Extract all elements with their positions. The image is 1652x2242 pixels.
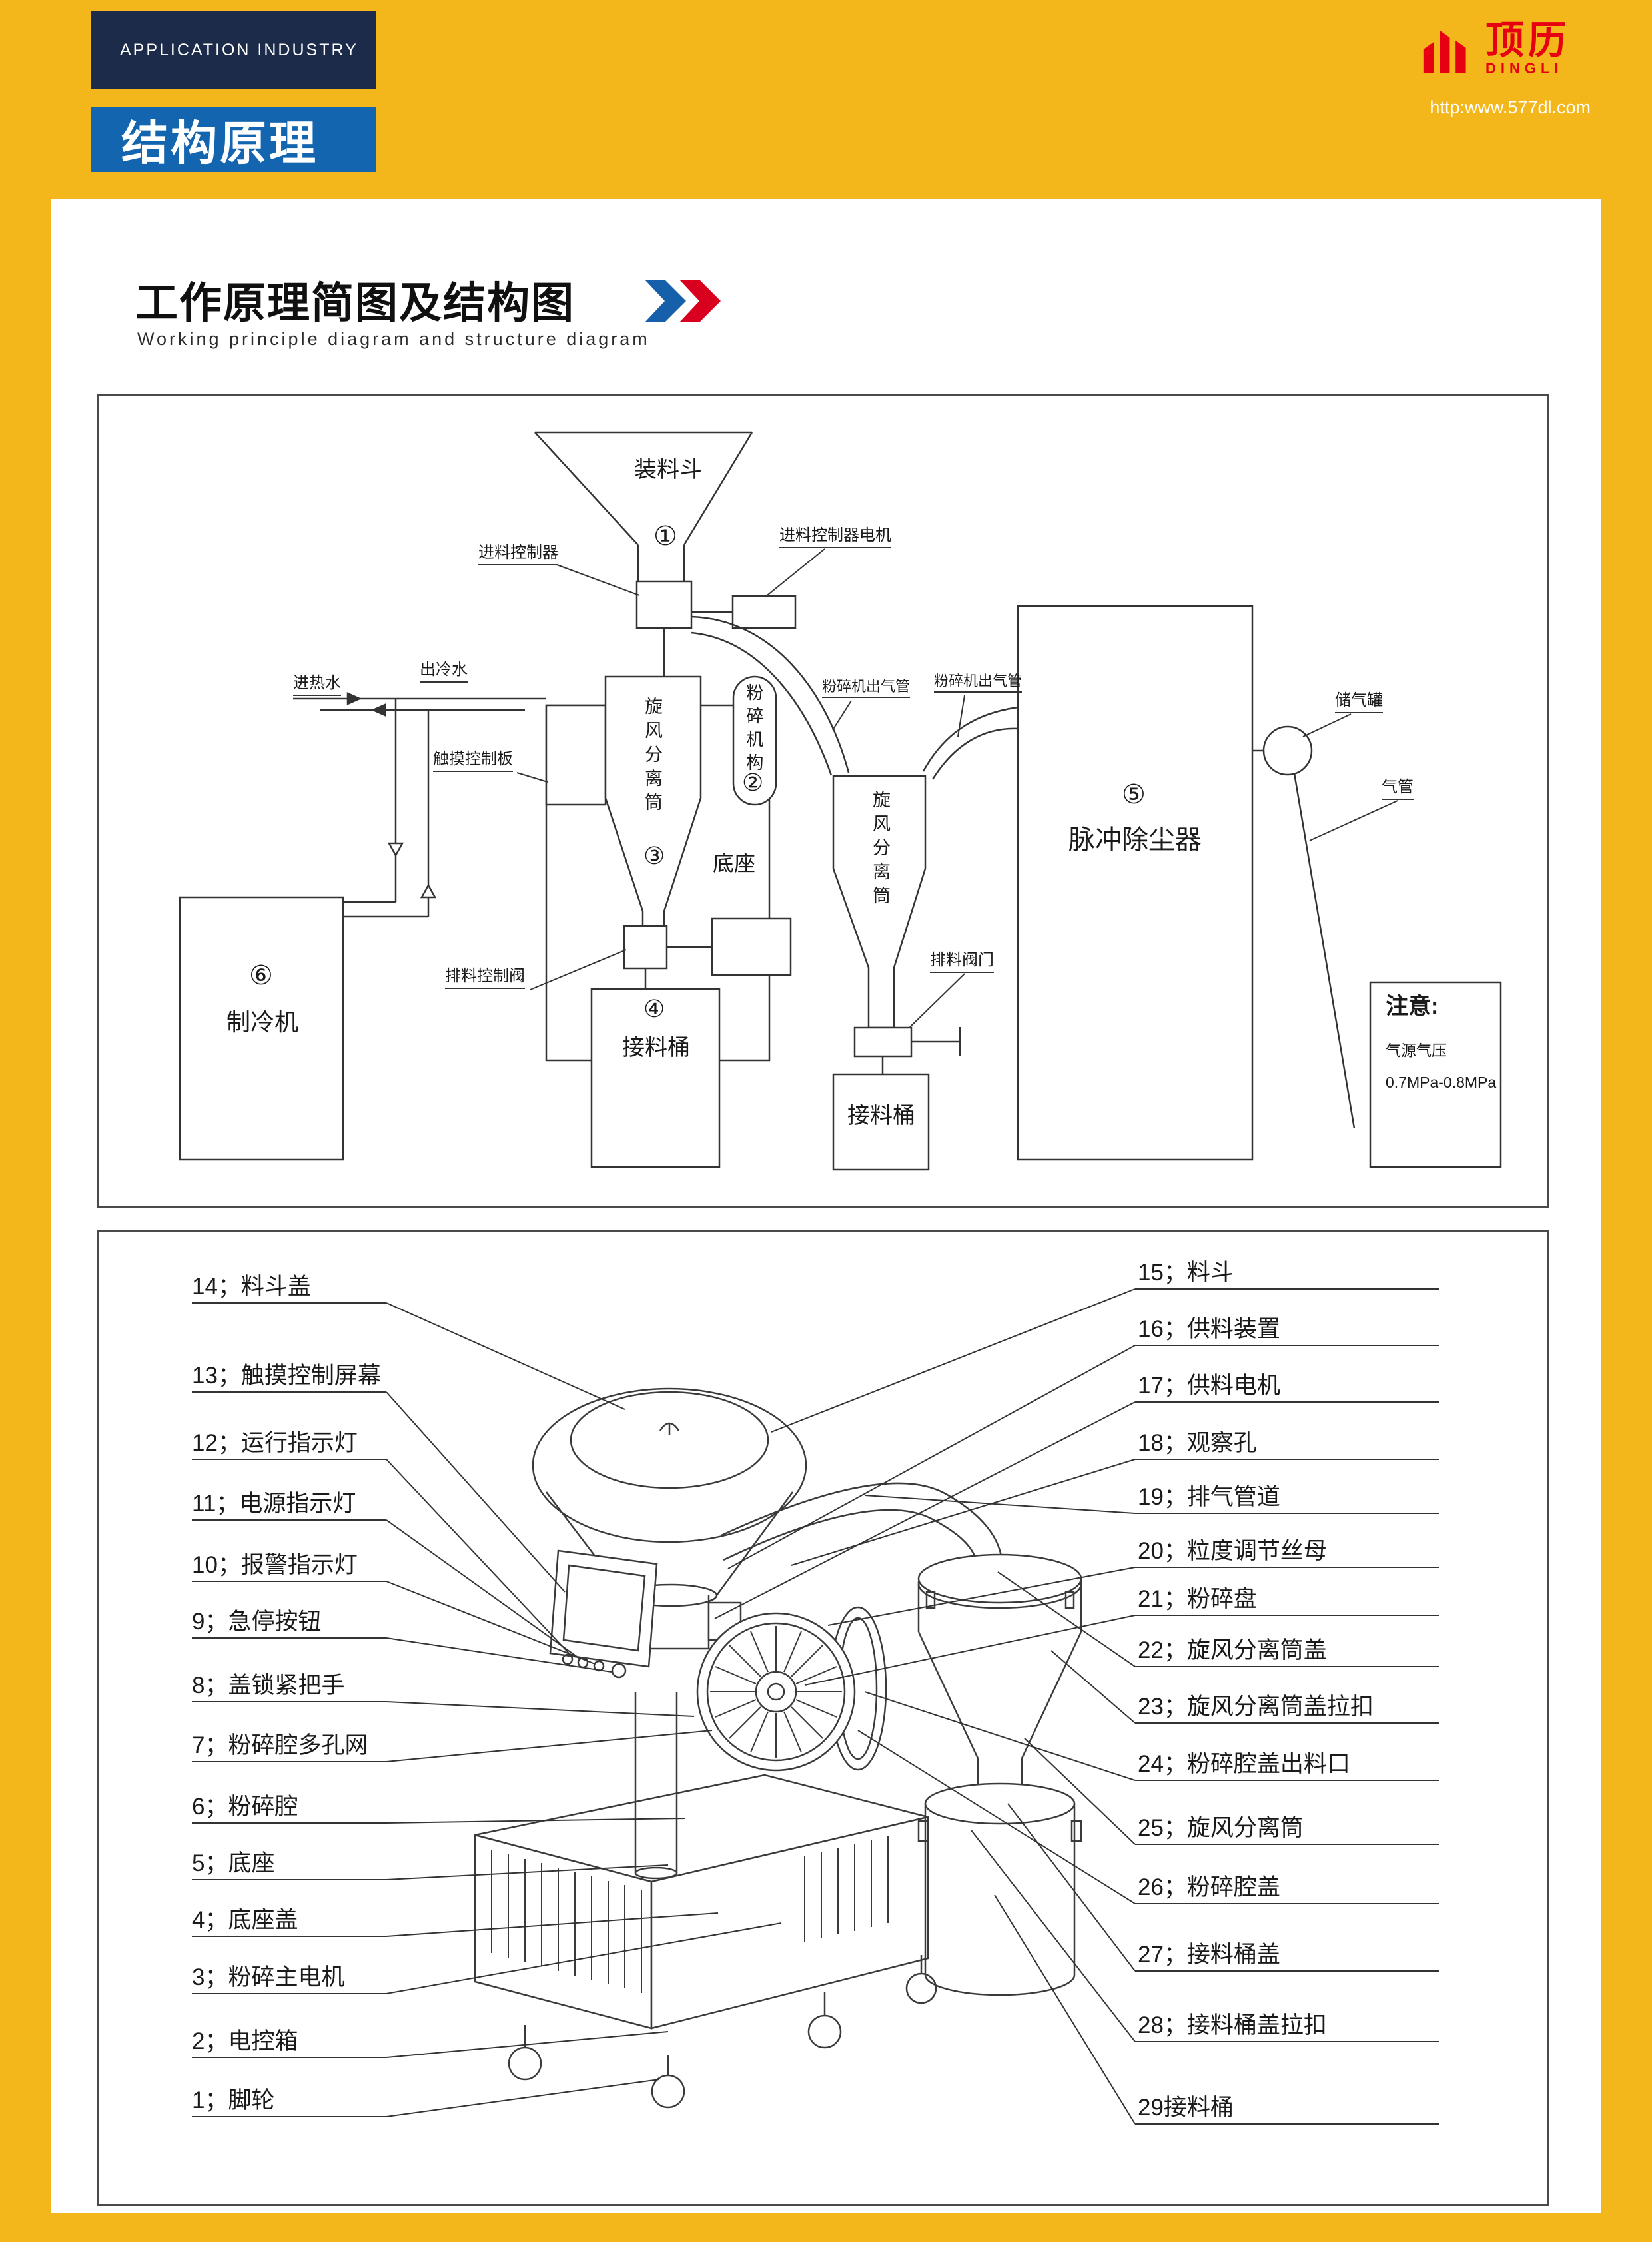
part-label-27: 27；接料桶盖 — [1138, 1942, 1280, 1968]
crusher-shape — [732, 675, 777, 806]
part-label-23: 23；旋风分离筒盖拉扣 — [1138, 1694, 1374, 1720]
section-title-badge: 结构原理 — [91, 107, 376, 172]
label-touch-panel: 触摸控制板 — [433, 750, 513, 772]
part-label-15: 15；料斗 — [1138, 1260, 1234, 1286]
part-label-8: 8；盖锁紧把手 — [192, 1673, 345, 1698]
application-industry-banner: APPLICATION INDUSTRY — [91, 11, 376, 89]
part-label-5: 5；底座 — [192, 1850, 275, 1876]
label-hot-water-in: 进热水 — [293, 674, 341, 696]
part-label-3: 3；粉碎主电机 — [192, 1964, 345, 1990]
part-label-16: 16；供料装置 — [1138, 1316, 1280, 1342]
part-label-21: 21；粉碎盘 — [1138, 1586, 1257, 1612]
section-title-text: 结构原理 — [121, 117, 318, 169]
note-title: 注意: — [1386, 994, 1439, 1019]
label-hopper: 装料斗 — [634, 457, 702, 482]
hopper-shape — [534, 431, 753, 581]
part-label-18: 18；观察孔 — [1138, 1430, 1257, 1456]
brand-name-cn: 顶历 — [1485, 19, 1571, 62]
label-discharge-valve: 排料阀门 — [930, 951, 994, 973]
label-cyclone2: 旋风分离筒 — [870, 790, 891, 910]
note-line-1: 气源气压 — [1386, 1042, 1447, 1059]
callout-3: ③ — [643, 842, 665, 869]
part-label-7: 7；粉碎腔多孔网 — [192, 1732, 368, 1758]
label-barrel-2: 接料桶 — [847, 1103, 915, 1128]
part-label-4: 4；底座盖 — [192, 1907, 298, 1933]
label-base: 底座 — [713, 851, 756, 875]
leader-lines — [516, 548, 1398, 1028]
hopper-dome-shape — [532, 1387, 807, 1607]
cyclone-separator-shape — [917, 1553, 1082, 1784]
part-label-12: 12；运行指示灯 — [192, 1430, 358, 1456]
part-label-13: 13；触摸控制屏幕 — [192, 1363, 381, 1389]
support-column-shape — [634, 1692, 678, 1880]
gas-tank-shape — [1252, 725, 1356, 1129]
dust-collector-shape — [1017, 605, 1254, 1161]
application-industry-text: APPLICATION INDUSTRY — [120, 40, 358, 59]
brand-logo-icon — [1423, 30, 1466, 73]
note-box-shape — [1369, 981, 1502, 1168]
exhaust-pipe-shape — [721, 1482, 1003, 1569]
title-arrows-icon — [645, 280, 721, 322]
label-crusher: 粉碎机构 — [743, 683, 764, 777]
structure-diagram-panel: 14；料斗盖 13；触摸控制屏幕 12；运行指示灯 11；电源指示灯 10；报警… — [97, 1230, 1549, 2206]
part-label-17: 17；供料电机 — [1138, 1373, 1280, 1399]
page-title: 工作原理简图及结构图 — [135, 279, 575, 327]
structure-diagram-drawing — [192, 1288, 1439, 2125]
label-dust-collector: 脉冲除尘器 — [1068, 825, 1202, 855]
discharge-assembly-shape — [590, 917, 792, 1168]
callout-4: ④ — [643, 995, 665, 1022]
callout-6: ⑥ — [249, 961, 273, 990]
principle-diagram-panel: 装料斗 ① 进料控制器 进料控制器电机 进热水 出冷水 触摸控制板 旋风分离筒 … — [97, 394, 1549, 1208]
outlet-pipes-shape — [691, 615, 1019, 780]
part-label-2: 2；电控箱 — [192, 2028, 298, 2054]
cyclone2-assembly-shape — [832, 775, 961, 1171]
label-feed-controller: 进料控制器 — [478, 544, 558, 565]
website-text: http:www.577dl.com — [1430, 97, 1591, 117]
chiller-shape — [179, 896, 344, 1161]
label-cyclone1: 旋风分离筒 — [642, 697, 663, 817]
label-gas-pipe: 气管 — [1382, 778, 1414, 800]
callout-2: ② — [742, 769, 764, 796]
label-feed-motor: 进料控制器电机 — [779, 526, 891, 548]
principle-diagram-drawing — [179, 431, 1502, 1171]
structure-leader-lines — [192, 1288, 1439, 2125]
part-label-11: 11；电源指示灯 — [192, 1491, 356, 1517]
part-label-10: 10；报警指示灯 — [192, 1552, 358, 1578]
brand-name-en: DINGLI — [1485, 60, 1563, 77]
machine-base-shape — [474, 1774, 929, 2030]
part-label-26: 26；粉碎腔盖 — [1138, 1874, 1280, 1900]
note-line-2: 0.7MPa-0.8MPa — [1386, 1074, 1497, 1091]
grinding-disc-shape — [696, 1606, 887, 1772]
part-label-20: 20；粒度调节丝母 — [1138, 1538, 1327, 1564]
water-piping-shape — [293, 692, 546, 918]
part-label-19: 19；排气管道 — [1138, 1484, 1280, 1510]
part-label-28: 28；接料桶盖拉扣 — [1138, 2012, 1327, 2038]
brand-name: 顶历 DINGLI — [1485, 21, 1571, 77]
part-label-29: 29接料桶 — [1138, 2095, 1234, 2121]
part-label-24: 24；粉碎腔盖出料口 — [1138, 1751, 1350, 1777]
page-subtitle: Working principle diagram and structure … — [137, 329, 650, 349]
part-label-6: 6；粉碎腔 — [192, 1794, 298, 1820]
part-label-9: 9；急停按钮 — [192, 1609, 322, 1635]
label-gas-tank: 储气罐 — [1335, 691, 1383, 713]
label-chiller: 制冷机 — [226, 1008, 299, 1036]
label-discharge-control-valve: 排料控制阀 — [445, 967, 525, 989]
label-barrel-1: 接料桶 — [622, 1035, 690, 1060]
brand-logo: 顶历 DINGLI — [1418, 20, 1571, 79]
part-label-25: 25；旋风分离筒 — [1138, 1815, 1304, 1841]
callout-5: ⑤ — [1122, 780, 1146, 809]
label-outlet-pipe-2: 粉碎机出气管 — [934, 673, 1023, 693]
label-cold-water-out: 出冷水 — [420, 661, 468, 683]
part-label-1: 1；脚轮 — [192, 2087, 275, 2113]
receiving-barrel-shape — [917, 1782, 1082, 1996]
part-label-14: 14；料斗盖 — [192, 1274, 311, 1300]
control-panel-shape — [549, 1549, 658, 1679]
label-outlet-pipe-1: 粉碎机出气管 — [822, 678, 911, 699]
feed-controller-shape — [635, 580, 797, 677]
caster-wheels-shape — [508, 1955, 937, 2109]
callout-1: ① — [653, 522, 677, 551]
part-label-22: 22；旋风分离筒盖 — [1138, 1637, 1327, 1663]
